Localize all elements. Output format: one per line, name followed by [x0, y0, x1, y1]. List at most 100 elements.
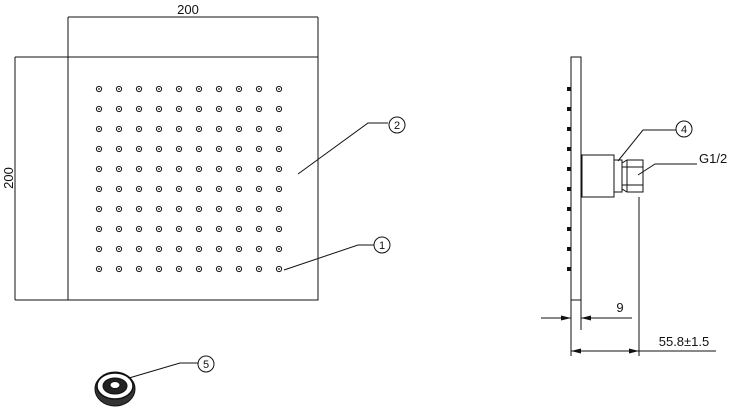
nozzle-hole — [238, 88, 240, 90]
nozzle-hole — [238, 248, 240, 250]
nozzle-hole — [98, 108, 100, 110]
nozzle-hole — [218, 188, 220, 190]
side-nozzle — [567, 87, 571, 91]
nozzle-hole — [218, 208, 220, 210]
nozzle-hole — [158, 188, 160, 190]
callout-2-leader — [297, 122, 388, 175]
callout-4-circle — [675, 120, 693, 138]
side-nozzle — [567, 167, 571, 171]
nozzle-hole — [118, 108, 120, 110]
nozzle-hole — [218, 228, 220, 230]
nozzle-hole — [278, 208, 280, 210]
height-dimension-label: 200 — [1, 167, 16, 189]
callout-4-leader — [617, 129, 676, 162]
nozzle-hole — [198, 168, 200, 170]
nozzle-hole — [198, 268, 200, 270]
nozzle-hole — [118, 228, 120, 230]
nozzle-hole — [138, 88, 140, 90]
depth-arrowhead-right — [629, 348, 639, 354]
side-nozzle — [567, 267, 571, 271]
nozzle-hole — [158, 168, 160, 170]
connector-collar — [613, 159, 623, 193]
nozzle-hole — [238, 228, 240, 230]
nozzle-hole — [118, 148, 120, 150]
nozzle-hole — [118, 88, 120, 90]
callout-5-circle — [197, 355, 215, 373]
nozzle-hole — [158, 248, 160, 250]
nozzle-hole — [138, 188, 140, 190]
nozzle-hole — [178, 268, 180, 270]
nozzle-hole — [138, 268, 140, 270]
nozzle-hole — [98, 248, 100, 250]
nozzle-hole — [178, 168, 180, 170]
nozzle-hole — [178, 188, 180, 190]
depth-dimension-label: 55.8±1.5 — [659, 334, 710, 349]
nozzle-hole — [178, 248, 180, 250]
nozzle-hole — [198, 208, 200, 210]
nozzle-hole — [158, 108, 160, 110]
nozzle-hole — [158, 128, 160, 130]
nozzle-hole — [98, 128, 100, 130]
nozzle-hole — [278, 128, 280, 130]
nozzle-hole — [258, 88, 260, 90]
thickness-arrowhead-left — [561, 315, 571, 321]
nozzle-hole — [238, 128, 240, 130]
side-nozzle-row — [567, 87, 571, 271]
callout-5-number: 5 — [203, 359, 209, 371]
nozzle-hole — [218, 248, 220, 250]
nozzle-hole — [278, 108, 280, 110]
nozzle-hole — [218, 128, 220, 130]
nozzle-hole — [118, 188, 120, 190]
callout-1-circle — [373, 236, 391, 254]
thickness-arrowhead-right — [581, 315, 591, 321]
nozzle-hole — [138, 228, 140, 230]
nozzle-hole — [98, 228, 100, 230]
nozzle-hole — [258, 188, 260, 190]
width-dimension-label: 200 — [177, 2, 199, 17]
side-nozzle — [567, 127, 571, 131]
nozzle-hole — [238, 188, 240, 190]
nozzle-hole — [178, 128, 180, 130]
side-plate — [570, 56, 582, 301]
nozzle-hole — [98, 208, 100, 210]
callout-4-number: 4 — [681, 124, 687, 136]
nozzle-hole — [218, 168, 220, 170]
nozzle-hole — [198, 128, 200, 130]
side-nozzle — [567, 227, 571, 231]
filter-part — [94, 371, 136, 407]
nozzle-hole — [138, 168, 140, 170]
side-view — [567, 56, 644, 301]
nozzle-hole — [198, 148, 200, 150]
thread-leader — [637, 163, 697, 176]
nozzle-hole — [218, 88, 220, 90]
nozzle-hole — [98, 268, 100, 270]
side-nozzle — [567, 207, 571, 211]
side-nozzle — [567, 147, 571, 151]
nozzle-hole — [118, 268, 120, 270]
nozzle-hole — [158, 148, 160, 150]
nozzle-hole — [198, 88, 200, 90]
nozzle-hole — [238, 268, 240, 270]
nozzle-hole — [278, 228, 280, 230]
nozzle-hole — [118, 168, 120, 170]
nozzle-hole — [258, 128, 260, 130]
shower-head-face — [67, 56, 319, 301]
nozzle-hole — [278, 188, 280, 190]
callout-2-number: 2 — [394, 120, 400, 132]
nozzle-hole — [238, 208, 240, 210]
nozzle-hole — [238, 108, 240, 110]
nozzle-hole — [98, 148, 100, 150]
filter-center — [109, 381, 121, 389]
nozzle-hole — [198, 248, 200, 250]
nozzle-hole — [198, 188, 200, 190]
nozzle-hole — [178, 148, 180, 150]
connector-body — [581, 154, 615, 198]
nozzle-hole — [238, 168, 240, 170]
nozzle-hole — [138, 148, 140, 150]
side-nozzle — [567, 107, 571, 111]
nozzle-hole — [118, 248, 120, 250]
nozzle-hole — [278, 248, 280, 250]
nozzle-hole — [258, 268, 260, 270]
